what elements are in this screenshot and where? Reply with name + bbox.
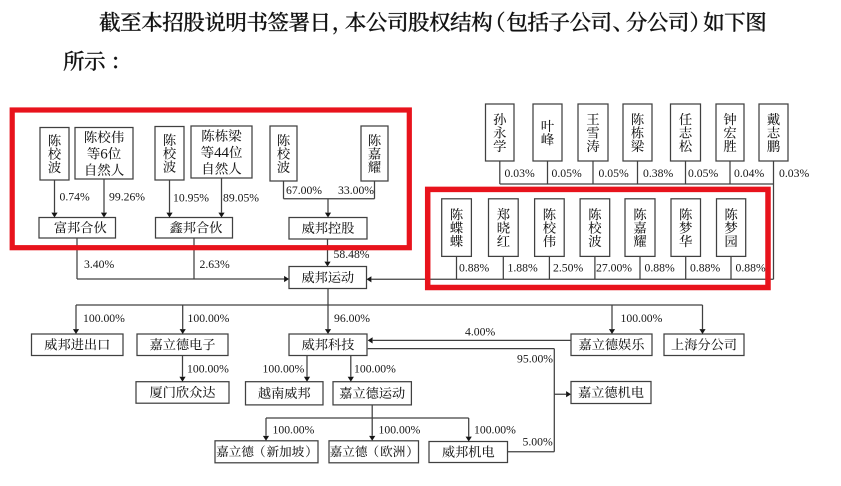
svg-text:89.05%: 89.05% [223, 192, 259, 205]
svg-text:100.00%: 100.00% [188, 312, 230, 325]
svg-text:100.00%: 100.00% [187, 363, 229, 376]
svg-text:4: 4 [222, 145, 230, 161]
svg-text:0.03%: 0.03% [505, 167, 535, 180]
svg-text:96.00%: 96.00% [334, 312, 370, 325]
svg-text:0.88%: 0.88% [459, 262, 489, 275]
svg-text:100.00%: 100.00% [273, 424, 315, 437]
svg-text:0.88%: 0.88% [736, 262, 766, 275]
svg-text:0.05%: 0.05% [552, 167, 582, 180]
svg-text:2.50%: 2.50% [553, 262, 583, 275]
svg-text:0.88%: 0.88% [645, 262, 675, 275]
svg-text:100.00%: 100.00% [83, 312, 125, 325]
svg-text:67.00%: 67.00% [286, 184, 322, 197]
svg-text:27.00%: 27.00% [596, 262, 632, 275]
svg-text:0.05%: 0.05% [688, 167, 718, 180]
svg-text:0.74%: 0.74% [60, 191, 90, 204]
svg-text:0.03%: 0.03% [779, 167, 809, 180]
svg-text:100.00%: 100.00% [354, 363, 396, 376]
svg-text:100.00%: 100.00% [474, 424, 516, 437]
svg-text:4.00%: 4.00% [465, 326, 495, 339]
svg-text:2.63%: 2.63% [200, 258, 230, 271]
svg-text:99.26%: 99.26% [109, 191, 145, 204]
svg-text:100.00%: 100.00% [263, 363, 305, 376]
svg-text:0.05%: 0.05% [599, 167, 629, 180]
svg-text:4: 4 [214, 145, 222, 161]
svg-text:10.95%: 10.95% [173, 192, 209, 205]
svg-text:100.00%: 100.00% [379, 424, 421, 437]
svg-text:6: 6 [100, 146, 108, 162]
svg-text:1.88%: 1.88% [508, 262, 538, 275]
svg-text:3.40%: 3.40% [84, 258, 114, 271]
svg-text:5.00%: 5.00% [523, 436, 553, 449]
svg-text:0.88%: 0.88% [690, 262, 720, 275]
svg-text:0.04%: 0.04% [734, 167, 764, 180]
svg-text:95.00%: 95.00% [517, 353, 553, 366]
svg-text:33.00%: 33.00% [338, 184, 374, 197]
svg-text:58.48%: 58.48% [334, 248, 370, 261]
svg-text:100.00%: 100.00% [621, 312, 663, 325]
svg-text:0.38%: 0.38% [643, 167, 673, 180]
